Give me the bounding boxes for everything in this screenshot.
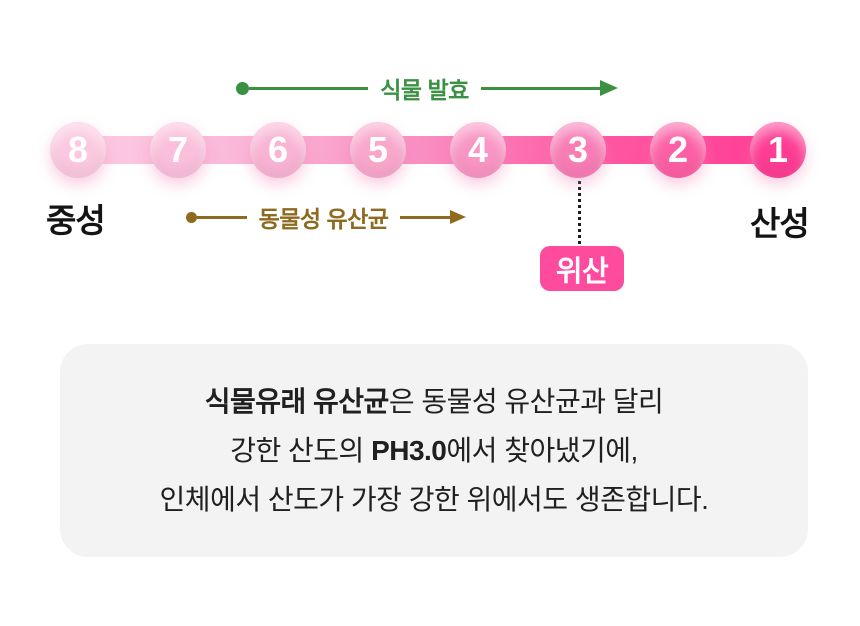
ph-circle-number: 6: [267, 129, 289, 170]
description-line-1: 식물유래 유산균은 동물성 유산균과 달리: [205, 377, 664, 426]
arrow-line: [400, 215, 451, 219]
arrow-head-icon: [450, 210, 467, 224]
ph-circle-2: 2: [650, 122, 706, 178]
description-line-1-rest: 은 동물성 유산균과 달리: [388, 386, 664, 417]
ph-circle-number: 3: [567, 129, 589, 170]
ph-circle-number: 7: [167, 129, 189, 170]
arrow-start-dot-icon: [236, 81, 249, 95]
description-line-2-bold: PH3.0: [371, 435, 447, 466]
dotted-connector-line: [578, 181, 581, 244]
ph-circle-number: 5: [367, 129, 389, 170]
animal-lactobacillus-arrow: 동물성 유산균: [186, 203, 467, 232]
plant-fermentation-arrow: 식물 발효: [236, 74, 618, 103]
arrow-line: [197, 215, 247, 219]
arrow-start-dot-icon: [186, 211, 197, 223]
stomach-acid-badge: 위산: [540, 246, 624, 291]
arrow-line: [249, 86, 369, 90]
ph-circle-7: 7: [150, 122, 206, 178]
description-line-2: 강한 산도의 PH3.0에서 찾아냈기에,: [230, 426, 638, 475]
description-line-2-pre: 강한 산도의: [230, 435, 372, 466]
ph-circle-1: 1: [750, 122, 806, 178]
ph-circle-4: 4: [450, 122, 506, 178]
ph-circle-number: 8: [67, 129, 89, 170]
ph-circle-number: 2: [667, 129, 689, 170]
plant-fermentation-label: 식물 발효: [380, 77, 469, 103]
arrow-line: [480, 86, 600, 90]
ph-circle-number: 1: [767, 129, 789, 170]
ph-circle-number: 4: [467, 129, 489, 170]
neutral-label: 중성: [46, 202, 106, 239]
ph-circle-8: 8: [50, 122, 106, 178]
description-line-3: 인체에서 산도가 가장 강한 위에서도 생존합니다.: [159, 484, 709, 515]
description-line-1-bold: 식물유래 유산균: [204, 386, 390, 417]
stomach-acid-label: 위산: [555, 255, 609, 288]
animal-lactobacillus-label: 동물성 유산균: [258, 206, 389, 232]
ph-circle-6: 6: [250, 122, 306, 178]
description-line-2-rest: 에서 찾아냈기에,: [446, 435, 638, 466]
ph-circle-3: 3: [550, 122, 606, 178]
description-box: 식물유래 유산균은 동물성 유산균과 달리 강한 산도의 PH3.0에서 찾아냈…: [60, 344, 808, 557]
ph-circle-5: 5: [350, 122, 406, 178]
acidic-label: 산성: [750, 205, 810, 242]
arrow-head-icon: [600, 80, 618, 96]
